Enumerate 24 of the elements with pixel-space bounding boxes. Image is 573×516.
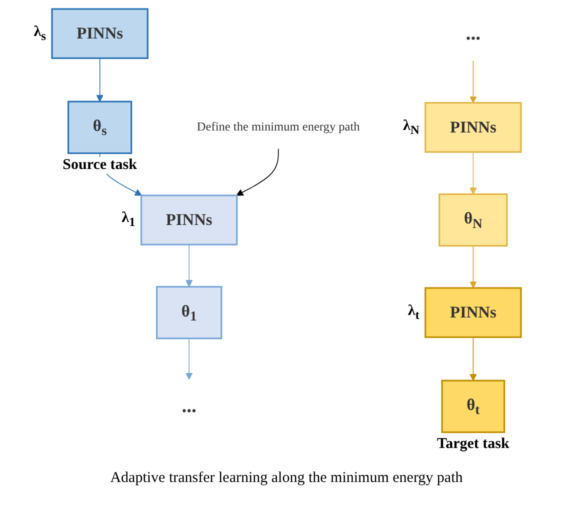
symbol-label: λ$_{s}$ xyxy=(32,24,48,44)
node-box xyxy=(438,193,508,247)
node-box xyxy=(424,102,522,153)
symbol-label: λ$_{t}$ xyxy=(406,302,422,322)
node-box xyxy=(441,380,506,434)
node-box xyxy=(156,286,222,340)
arrow xyxy=(186,244,193,288)
task-label: Target task xyxy=(434,436,512,454)
arrow xyxy=(470,152,477,195)
node-box xyxy=(51,8,148,59)
note-text: Adaptive transfer learning along the minimum energy path xyxy=(109,470,464,487)
node-text: Define the minimum energy path xyxy=(196,120,360,134)
node-box xyxy=(68,100,132,154)
arrow xyxy=(96,58,104,102)
task-label: Source task xyxy=(60,157,139,174)
node-box xyxy=(140,194,238,246)
arrow xyxy=(470,336,477,381)
arrow xyxy=(470,245,477,288)
node-text: ... xyxy=(466,22,481,44)
node-box xyxy=(424,287,522,338)
arrow xyxy=(470,60,477,104)
node-text: ... xyxy=(182,396,196,418)
arrow xyxy=(186,338,193,380)
arrow xyxy=(236,148,279,196)
